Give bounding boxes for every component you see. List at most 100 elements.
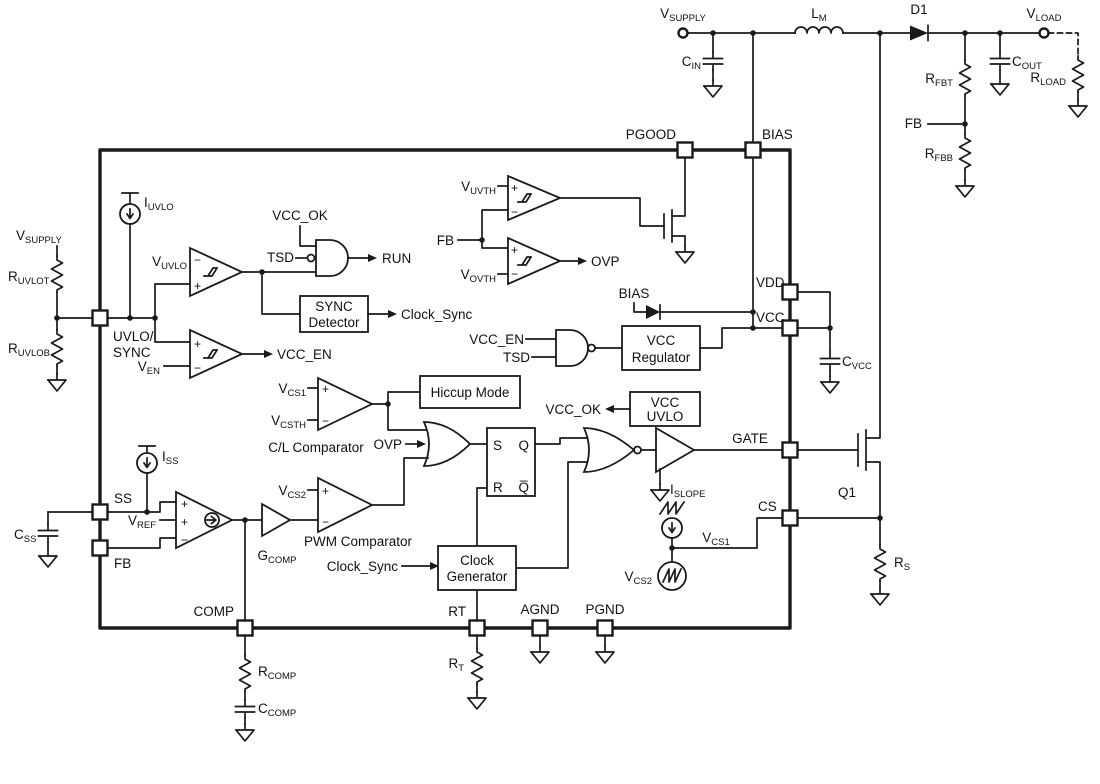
label-fb-node: FB xyxy=(905,116,922,131)
label-pin-uvlo-sync-2: SYNC xyxy=(113,345,151,360)
current-source-iss xyxy=(136,452,158,474)
inverter-bubble xyxy=(587,343,596,353)
label-bias-rail: BIAS xyxy=(619,286,650,301)
label-pin-uvlo-sync-1: UVLO/ xyxy=(113,329,154,344)
comparator-pgood xyxy=(507,174,563,222)
label-d1: D1 xyxy=(910,2,927,17)
label-vsupply-left: VSUPPLY xyxy=(16,228,62,246)
label-vcsth: VCSTH xyxy=(271,413,306,431)
gcomp-buffer xyxy=(261,502,292,538)
current-source-islope xyxy=(661,517,683,539)
pin-bias xyxy=(744,141,762,159)
ground-symbol xyxy=(990,77,1010,96)
nor-gate xyxy=(582,427,636,473)
resistor-rload xyxy=(1071,55,1085,93)
block-hiccup-mode-label: Hiccup Mode xyxy=(431,385,510,400)
plus-sign: + xyxy=(322,382,329,396)
pin-comp xyxy=(236,619,254,637)
label-pin-gate: GATE xyxy=(732,431,768,446)
ground-symbol xyxy=(38,549,58,568)
label-vload: VLOAD xyxy=(1027,6,1062,24)
block-vcc-regulator-line2: Regulator xyxy=(632,350,691,365)
label-pin-fb: FB xyxy=(114,556,131,571)
arrow-icon xyxy=(368,254,377,262)
resistor-ruvlot xyxy=(50,255,64,293)
label-ruvlot: RUVLOT xyxy=(8,269,50,287)
label-tsd-top: TSD xyxy=(267,250,294,265)
label-pin-vdd: VDD xyxy=(756,275,785,290)
label-pin-vcc: VCC xyxy=(756,310,785,325)
label-vcs1-node: VCS1 xyxy=(702,530,730,548)
block-vcc-uvlo-line1: VCC xyxy=(651,395,680,410)
gate-driver xyxy=(655,426,696,474)
comparator-enable xyxy=(189,328,245,380)
label-islope: ISLOPE xyxy=(670,482,705,500)
uvlo-enable-section: IUVLO − + VUVLO VCC_OK TSD RUN SYNC Dete… xyxy=(106,192,473,380)
block-sync-detector xyxy=(299,295,369,333)
junction-dots xyxy=(54,30,1003,551)
arrow-icon xyxy=(578,257,587,265)
external-bottom-components: RCOMP CCOMP RT xyxy=(234,634,615,742)
pin-pgood xyxy=(676,141,694,159)
ground-symbol xyxy=(820,375,840,394)
inductor-lm xyxy=(794,26,844,34)
diode-bias-vcc xyxy=(646,305,660,319)
comparator-ovp xyxy=(507,236,563,286)
sr-latch xyxy=(486,427,536,497)
label-vcs1-comparator: VCS1 xyxy=(279,381,307,399)
inverter-bubble xyxy=(633,445,642,455)
and-gate-run xyxy=(315,239,349,277)
label-cin: CIN xyxy=(682,54,701,72)
ground-symbol xyxy=(870,587,890,606)
minus-sign: − xyxy=(194,361,201,375)
capacitor-ccomp xyxy=(234,699,256,719)
pin-agnd xyxy=(531,619,549,637)
label-vuvth: VUVTH xyxy=(461,179,496,197)
block-hiccup-mode xyxy=(419,375,521,409)
ground-symbol xyxy=(47,373,67,392)
vcc-regulator-section: VCC_EN TSD VCC Regulator BIAS VCC UVLO V… xyxy=(469,156,784,427)
wire-rload-dashed xyxy=(1047,32,1079,57)
external-top-power-path: VSUPPLY LM D1 VLOAD CIN COUT RFBT FB RFB… xyxy=(660,2,1088,198)
minus-sign: − xyxy=(511,267,518,281)
pin-pgnd xyxy=(596,619,614,637)
label-vcs2-node: VCS2 xyxy=(625,569,653,587)
ground-symbol xyxy=(1068,99,1088,118)
pin-vcc xyxy=(781,319,799,337)
label-ovp-out: OVP xyxy=(591,254,620,269)
arrow-icon xyxy=(430,562,439,570)
block-sync-detector-line2: Detector xyxy=(308,315,360,330)
label-cl-comparator: C/L Comparator xyxy=(268,440,364,455)
label-rs: RS xyxy=(894,555,910,573)
arrow-icon xyxy=(388,310,397,318)
label-pin-pgood: PGOOD xyxy=(626,127,677,142)
inverter-bubble xyxy=(306,253,316,263)
external-right-components: CVCC Q1 RS xyxy=(796,32,910,606)
block-sync-detector-line1: SYNC xyxy=(315,299,353,314)
latch-r-label: R xyxy=(493,480,503,495)
block-vcc-uvlo-line2: UVLO xyxy=(647,409,684,424)
diode-d1 xyxy=(910,25,928,41)
latch-s-label: S xyxy=(493,438,502,453)
label-clock-sync-out: Clock_Sync xyxy=(401,307,473,322)
label-iss: ISS xyxy=(162,449,178,467)
label-vcc-en-out: VCC_EN xyxy=(277,347,332,362)
label-vovth: VOVTH xyxy=(461,267,497,285)
label-vcc-ok-in: VCC_OK xyxy=(545,402,601,417)
block-clock-generator-line1: Clock xyxy=(460,553,494,568)
pin-ss xyxy=(91,503,109,521)
external-left-uvlo-divider: VSUPPLY RUVLOT RUVLOB CSS xyxy=(8,228,94,568)
latch-qbar-label: Q̅ xyxy=(518,480,529,495)
ground-symbol xyxy=(955,179,975,198)
resistor-rfbt xyxy=(958,59,972,97)
block-vcc-regulator-line1: VCC xyxy=(647,333,676,348)
capacitor-cvcc xyxy=(819,351,841,371)
error-amplifier xyxy=(175,490,235,550)
vload-terminal xyxy=(1038,27,1050,39)
vsupply-terminal xyxy=(677,27,689,39)
plus-sign: + xyxy=(194,337,201,351)
block-clock-generator xyxy=(437,545,517,591)
resistor-rfbb xyxy=(958,133,972,171)
mosfet-pgood xyxy=(559,156,686,247)
error-amplifier-section: ISS VREF + + − GCOMP VCS2 + − PWM Compar… xyxy=(106,445,429,622)
